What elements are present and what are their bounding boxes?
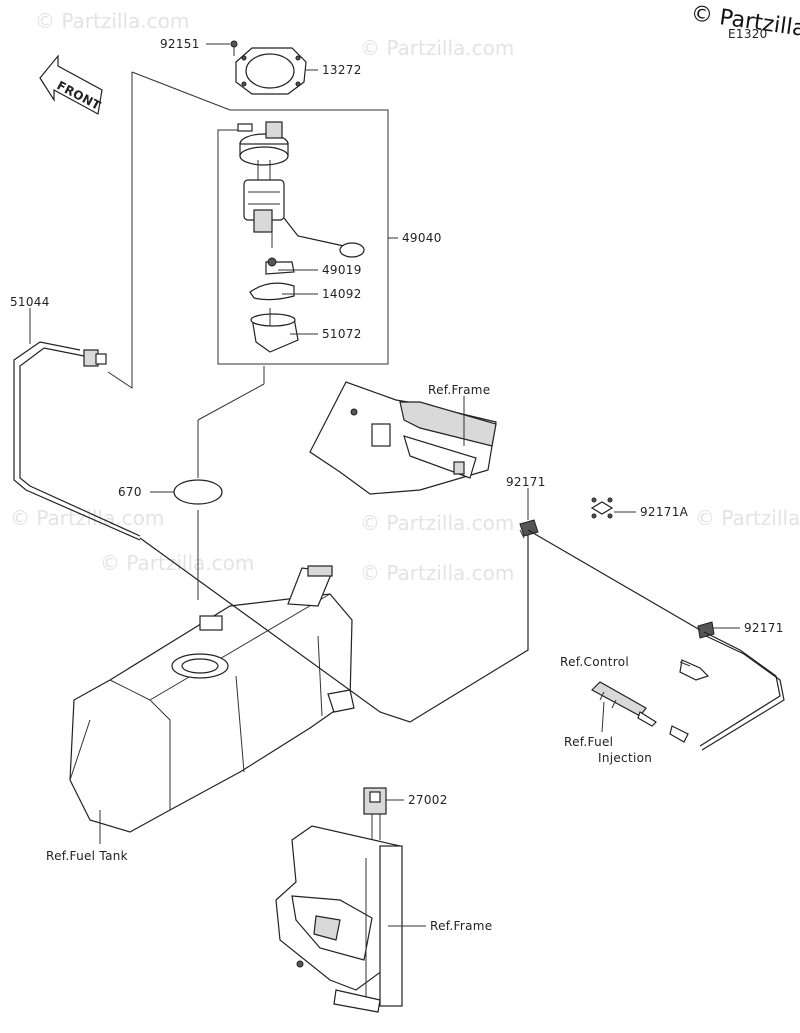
clamp-92171-mid	[697, 621, 715, 639]
clamp-92171A	[590, 497, 614, 519]
callout-49040: 49040	[402, 231, 442, 245]
fuel-pump-49040	[237, 121, 365, 258]
leader-oring	[197, 383, 265, 421]
frame-section-bottom	[275, 825, 403, 1013]
filter-49019	[265, 257, 295, 275]
ref-frame-bottom: Ref.Frame	[430, 919, 492, 933]
leaders	[29, 43, 740, 927]
watermark: © Partzilla.com	[360, 511, 514, 535]
front-arrow: FRONT	[39, 54, 103, 115]
callout-51072: 51072	[322, 327, 362, 341]
watermark: © Partzilla.com	[10, 506, 164, 530]
plate-13272	[235, 47, 307, 95]
cup-51072	[250, 308, 299, 353]
ref-fuel-tank: Ref.Fuel Tank	[46, 849, 128, 863]
callout-670: 670	[118, 485, 142, 499]
callout-27002: 27002	[408, 793, 448, 807]
watermark: © Partzilla.com	[100, 551, 254, 575]
callout-92171: 92171	[506, 475, 546, 489]
control-bracket	[679, 659, 710, 681]
ref-control: Ref.Control	[560, 655, 629, 669]
hose-51044	[13, 341, 141, 541]
callout-92151: 92151	[160, 37, 200, 51]
watermark: © Partzilla.com	[35, 9, 189, 33]
connector-27002	[363, 787, 387, 840]
clamp-92171-top	[519, 519, 539, 539]
callout-51044: 51044	[10, 295, 50, 309]
callout-92171A: 92171A	[640, 505, 689, 519]
ref-fuel-injection-2: Injection	[598, 751, 652, 765]
frame-section-top	[309, 381, 497, 495]
callout-14092: 14092	[322, 287, 362, 301]
watermark: © Partzilla.com	[695, 506, 800, 530]
watermarks: © Partzilla.com © Partzilla.com © Partzi…	[10, 9, 800, 585]
leader-connector	[131, 71, 231, 111]
ref-fuel-injection: Ref.Fuel	[564, 735, 613, 749]
fuel-line	[527, 529, 701, 631]
fuel-tank	[69, 565, 355, 833]
diagram-code: E1320	[728, 27, 768, 41]
o-ring-670	[173, 479, 223, 505]
callout-49019: 49019	[322, 263, 362, 277]
bolt-92151	[230, 40, 238, 56]
bracket-14092	[249, 282, 295, 301]
leader-connector	[107, 72, 133, 389]
pump-assembly-bracket	[217, 109, 398, 365]
fuel-injector	[591, 681, 689, 743]
callout-92171: 92171	[744, 621, 784, 635]
fuel-line	[701, 635, 785, 751]
watermark: © Partzilla.com	[360, 36, 514, 60]
callout-13272: 13272	[322, 63, 362, 77]
watermark: © Partzilla.com	[360, 561, 514, 585]
fuel-line	[699, 631, 781, 747]
ref-frame-top: Ref.Frame	[428, 383, 490, 397]
hose-line	[139, 532, 529, 723]
